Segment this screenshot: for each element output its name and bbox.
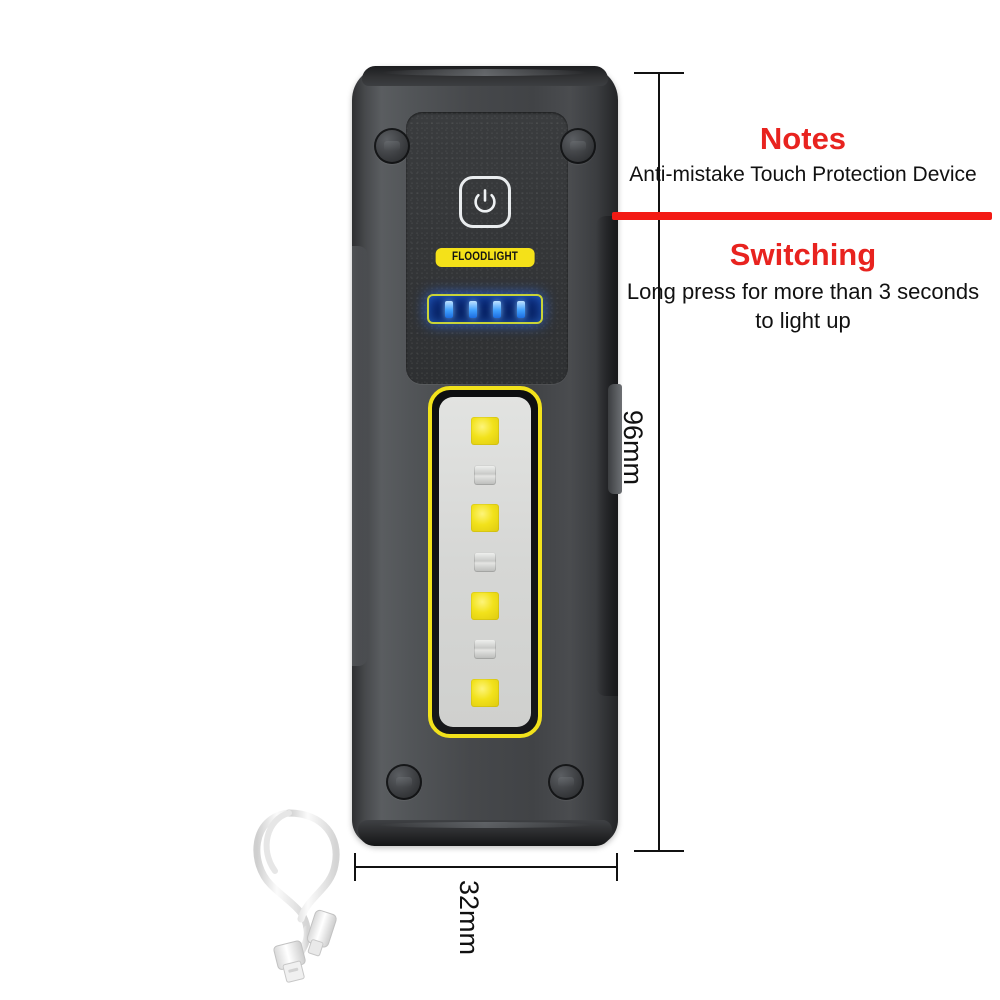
led-chip <box>471 416 499 445</box>
led-chip <box>471 504 499 533</box>
dimension-height-label: 96mm <box>618 410 648 486</box>
screw-bottom-right <box>548 764 584 800</box>
battery-bar <box>445 300 453 318</box>
red-divider <box>612 212 992 220</box>
led-chip <box>474 639 496 660</box>
floodlight-badge: FLOODLIGHT <box>435 248 535 267</box>
top-cap <box>362 66 608 86</box>
dimension-height-line <box>658 72 660 852</box>
led-chip <box>474 551 496 572</box>
switching-block: Switching Long press for more than 3 sec… <box>606 237 1000 335</box>
body-left-highlight <box>352 246 368 666</box>
battery-bar <box>469 300 477 318</box>
led-chip <box>471 679 499 708</box>
flashlight-device: FLOODLIGHT <box>352 66 622 846</box>
switching-body-line-1: Long press for more than 3 seconds <box>626 279 980 305</box>
notes-title: Notes <box>759 121 847 156</box>
floodlight-badge-label: FLOODLIGHT <box>451 251 519 263</box>
dimension-height-tick-bottom <box>634 850 684 852</box>
switching-title: Switching <box>729 237 877 272</box>
bottom-cap <box>358 820 612 846</box>
dimension-height-tick-top <box>634 72 684 74</box>
side-clip <box>608 384 622 494</box>
switching-body-line-2: to light up <box>755 307 851 333</box>
screw-top-right <box>560 128 596 164</box>
switching-body: Long press for more than 3 seconds to li… <box>606 278 1000 335</box>
dimension-width-label: 32mm <box>454 880 484 956</box>
usb-a-plug <box>273 940 306 983</box>
micro-usb-plug <box>306 909 337 957</box>
bottom-gloss <box>378 822 592 828</box>
led-chip <box>474 464 496 485</box>
dimension-width-tick-left <box>354 853 356 881</box>
power-icon <box>474 189 496 213</box>
dimension-width-tick-right <box>616 853 618 881</box>
usb-charging-cable <box>253 809 340 983</box>
led-chip <box>471 591 499 620</box>
notes-body: Anti-mistake Touch Protection Device <box>629 163 977 187</box>
notes-block: Notes Anti-mistake Touch Protection Devi… <box>606 121 1000 188</box>
cob-led-panel <box>428 386 542 738</box>
battery-indicator <box>427 294 543 324</box>
power-button[interactable] <box>459 176 511 228</box>
screw-bottom-left <box>386 764 422 800</box>
battery-bar <box>517 300 525 318</box>
battery-bar <box>493 300 501 318</box>
body-right-shadow <box>596 216 618 696</box>
screw-top-left <box>374 128 410 164</box>
dimension-width-line <box>354 853 618 881</box>
led-diffuser <box>439 397 531 727</box>
top-gloss <box>382 69 588 76</box>
